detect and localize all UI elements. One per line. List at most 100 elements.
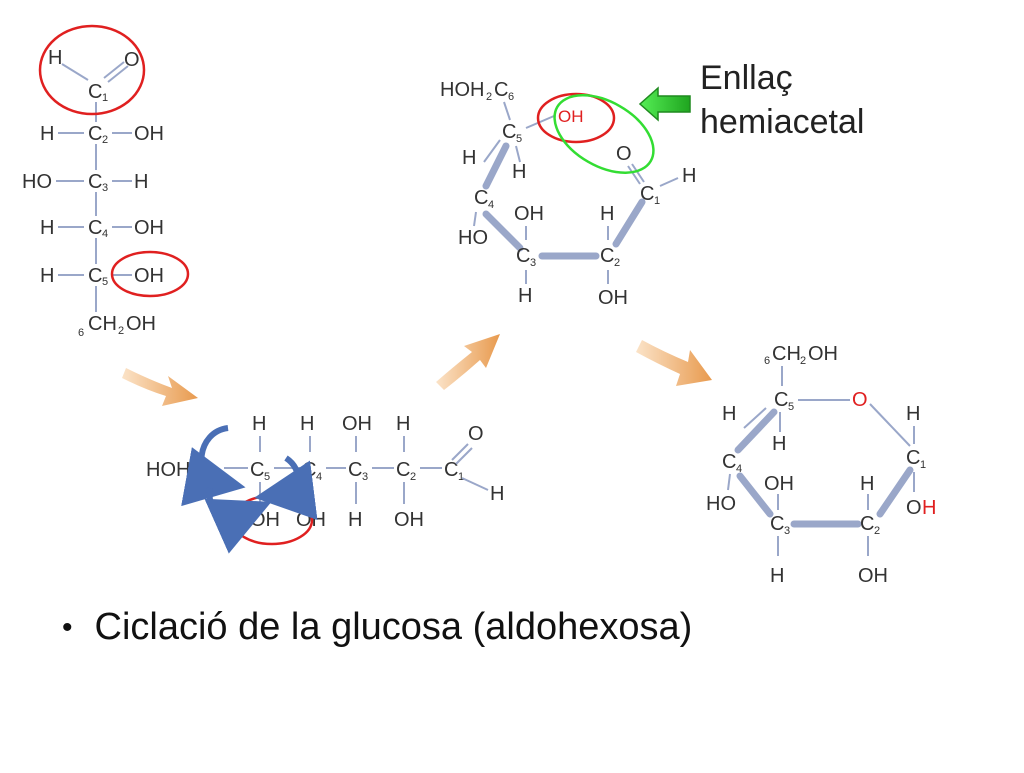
svg-text:OH: OH	[808, 343, 838, 365]
svg-text:H: H	[462, 147, 476, 169]
c5-hydroxyl-highlight-ring	[536, 92, 616, 144]
svg-text:3: 3	[362, 471, 368, 483]
hemiacetal-label-line2: hemiacetal	[700, 103, 865, 141]
green-pointer-arrow-icon	[638, 86, 691, 122]
svg-text:HO: HO	[22, 171, 52, 193]
hemiacetal-label: Enllaç hemiacetal	[700, 56, 864, 144]
c5-hydroxyl-highlight	[110, 250, 190, 298]
hemiacetal-bond-highlight	[553, 94, 655, 174]
svg-text:OH: OH	[858, 565, 888, 587]
curved-electron-arrow-icon	[181, 425, 246, 507]
svg-text:C: C	[88, 123, 102, 145]
svg-text:5: 5	[102, 276, 108, 288]
svg-text:C: C	[860, 513, 874, 535]
svg-text:C: C	[640, 183, 654, 205]
svg-text:2: 2	[192, 471, 198, 483]
svg-text:OH: OH	[394, 509, 424, 531]
svg-text:4: 4	[736, 463, 742, 475]
svg-text:C: C	[88, 171, 102, 193]
svg-text:H: H	[512, 161, 526, 183]
svg-text:O: O	[906, 497, 922, 519]
svg-text:OH: OH	[134, 217, 164, 239]
svg-text:CH: CH	[88, 313, 117, 335]
svg-text:H: H	[252, 413, 266, 435]
svg-text:H: H	[348, 509, 362, 531]
svg-text:5: 5	[264, 471, 270, 483]
svg-text:6: 6	[764, 355, 770, 367]
bullet-text: Ciclació de la glucosa (aldohexosa)	[94, 606, 693, 648]
svg-text:C: C	[302, 459, 316, 481]
svg-text:OH: OH	[558, 107, 584, 126]
svg-text:H: H	[600, 203, 614, 225]
svg-text:C: C	[770, 513, 784, 535]
svg-text:HO: HO	[706, 493, 736, 515]
svg-text:H: H	[682, 165, 696, 187]
svg-text:2: 2	[800, 355, 806, 367]
svg-text:C: C	[474, 187, 488, 209]
svg-text:H: H	[396, 413, 410, 435]
svg-text:3: 3	[102, 182, 108, 194]
svg-text:3: 3	[530, 257, 536, 269]
bullet-icon: •	[62, 610, 73, 644]
svg-text:C: C	[722, 451, 736, 473]
svg-text:1: 1	[102, 92, 108, 104]
svg-text:H: H	[490, 483, 504, 505]
svg-text:C: C	[250, 459, 264, 481]
svg-text:O: O	[468, 423, 484, 445]
svg-text:C: C	[348, 459, 362, 481]
svg-text:OH: OH	[134, 265, 164, 287]
svg-text:C: C	[88, 81, 102, 103]
svg-text:3: 3	[784, 525, 790, 537]
svg-text:OH: OH	[514, 203, 544, 225]
svg-text:H: H	[48, 47, 62, 69]
svg-text:H: H	[134, 171, 148, 193]
orange-arrow-icon	[436, 334, 500, 390]
svg-text:H: H	[40, 123, 54, 145]
svg-text:C: C	[494, 79, 508, 101]
svg-text:C: C	[396, 459, 410, 481]
svg-text:O: O	[124, 49, 140, 71]
svg-text:2: 2	[102, 134, 108, 146]
hemiacetal-label-line1: Enllaç	[700, 59, 793, 97]
svg-text:OH: OH	[764, 473, 794, 495]
svg-text:H: H	[860, 473, 874, 495]
svg-text:H: H	[300, 413, 314, 435]
svg-text:O: O	[852, 389, 868, 411]
svg-text:C: C	[516, 245, 530, 267]
svg-text:O: O	[616, 143, 632, 165]
svg-text:OH: OH	[126, 313, 156, 335]
svg-text:C: C	[774, 389, 788, 411]
curved-electron-arrow-icon	[254, 455, 318, 521]
svg-text:CH: CH	[772, 343, 801, 365]
svg-text:6: 6	[508, 91, 514, 103]
svg-text:4: 4	[102, 228, 108, 240]
svg-text:H: H	[906, 403, 920, 425]
svg-text:C: C	[502, 121, 516, 143]
svg-text:OH: OH	[598, 287, 628, 309]
svg-text:6: 6	[78, 327, 84, 339]
svg-text:HOH: HOH	[146, 459, 190, 481]
svg-text:2: 2	[410, 471, 416, 483]
svg-text:C: C	[444, 459, 458, 481]
svg-text:5: 5	[516, 133, 522, 145]
svg-text:4: 4	[316, 471, 322, 483]
svg-text:H: H	[722, 403, 736, 425]
svg-text:C: C	[88, 217, 102, 239]
orange-arrow-icon	[636, 340, 712, 386]
svg-text:HOH: HOH	[440, 79, 484, 101]
svg-text:H: H	[922, 497, 936, 519]
svg-text:H: H	[772, 433, 786, 455]
svg-text:5: 5	[788, 401, 794, 413]
svg-text:H: H	[518, 285, 532, 307]
bullet-item: • Ciclació de la glucosa (aldohexosa)	[62, 606, 692, 649]
svg-text:2: 2	[614, 257, 620, 269]
svg-text:OH: OH	[250, 509, 280, 531]
svg-text:H: H	[40, 217, 54, 239]
curved-electron-arrow-icon	[204, 487, 272, 554]
